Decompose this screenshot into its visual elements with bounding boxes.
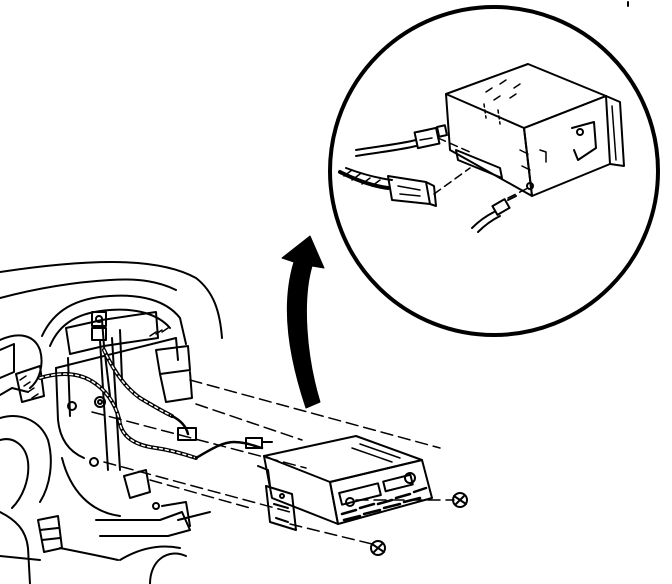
electrical-connector [338, 167, 437, 207]
radio-chassis-detail [445, 63, 625, 197]
detail-guide-lines [433, 137, 529, 199]
indicator-arrow [281, 235, 325, 409]
instrument-panel [0, 261, 223, 584]
screw [370, 540, 386, 556]
radio-unit [257, 435, 433, 531]
screw [452, 492, 468, 508]
wiring-harness [38, 348, 264, 460]
antenna-cable [355, 124, 448, 157]
antenna-plug [471, 195, 517, 233]
harness-connector [177, 427, 273, 449]
detail-circle [328, 5, 660, 337]
